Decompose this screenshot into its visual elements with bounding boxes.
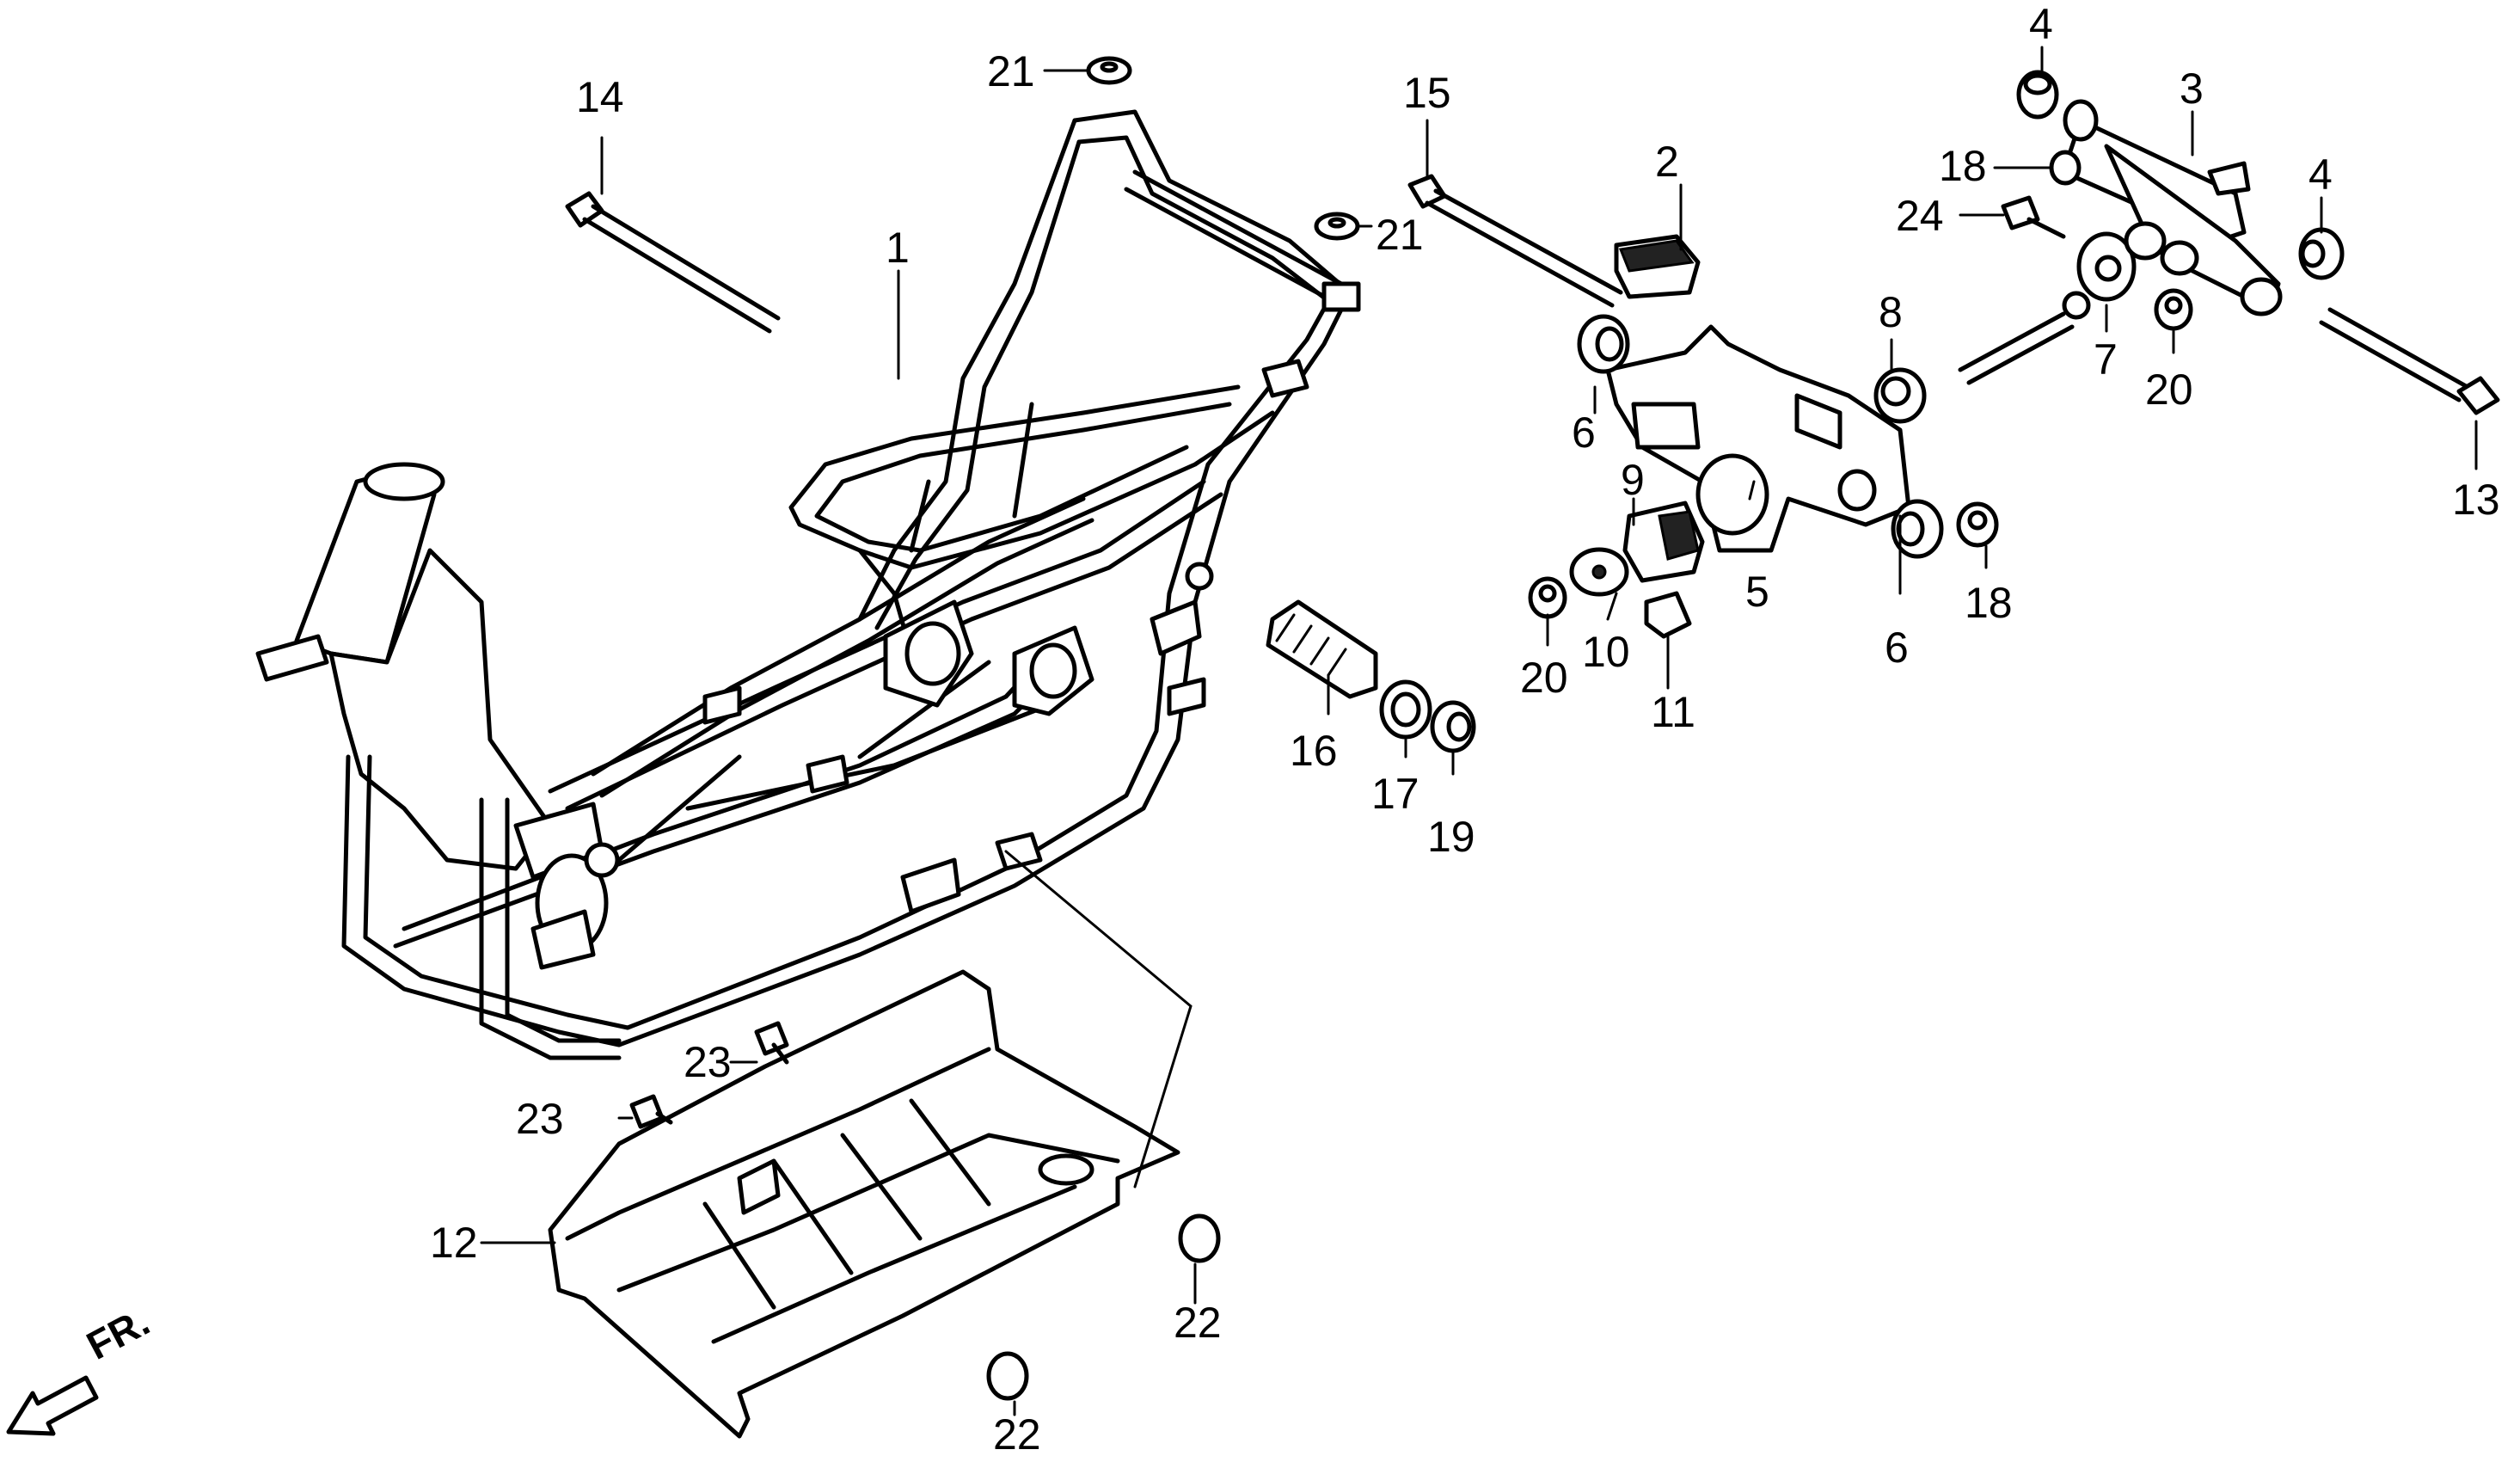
callout-6-upper: 6 [1572,408,1596,457]
floor-panel [548,969,1180,1439]
callout-21-top: 21 [987,47,1035,95]
boot-16 [1266,599,1378,699]
callout-23-upper: 23 [684,1038,732,1086]
leader-lines [480,46,2478,1416]
callout-20-left: 20 [1520,654,1568,702]
nut-22-bottom [986,1351,1029,1401]
callout-18-upper: 18 [1939,142,1987,190]
callout-3: 3 [2180,64,2204,113]
bushing-6-lower [1891,499,1944,559]
bolt-13 [2319,307,2500,415]
callout-13: 13 [2452,476,2500,524]
clip-11 [1644,591,1692,639]
bushing-4-top [2016,70,2059,120]
callout-labels: 1 2 3 4 4 5 6 6 7 8 9 10 11 12 13 14 15 … [430,0,2500,1459]
nut-20-left [1528,576,1567,619]
nut-18-lower [1956,501,1999,548]
bolt-15 [1407,174,1623,308]
main-frame [255,109,1361,1060]
callout-22-bottom: 22 [993,1410,1041,1459]
callout-5: 5 [1745,568,1769,616]
callout-7: 7 [2094,335,2118,384]
callout-4-top: 4 [2029,0,2053,48]
callout-23-lower: 23 [516,1095,564,1143]
front-direction-indicator: FR. [6,1299,156,1436]
front-direction-label: FR. [79,1299,156,1368]
callout-19: 19 [1427,813,1475,861]
bolt-7 [1958,231,2137,385]
screw-23-upper [754,1021,789,1065]
nut-20-right [2154,288,2193,331]
bushing-4-right [2298,227,2345,280]
stopper-2 [1614,234,1701,299]
callout-14: 14 [576,73,624,121]
callout-1: 1 [886,224,910,272]
callout-24: 24 [1896,192,1944,240]
callout-2: 2 [1655,138,1679,186]
callout-11: 11 [1651,688,1695,736]
callout-10: 10 [1582,628,1630,676]
nut-18-upper [2049,150,2082,186]
nut-22-right [1178,1213,1221,1263]
clamp-17 [1379,679,1432,740]
callout-4-right: 4 [2308,150,2333,199]
swing-bracket-5 [1605,324,1911,553]
collar-21-top [1086,56,1132,85]
screw-23-lower [629,1094,673,1129]
bolt-24 [2001,195,2066,239]
callout-22-right: 22 [1174,1299,1222,1347]
callout-15: 15 [1403,69,1451,117]
collar-21-mid [1314,212,1360,241]
callout-20-right: 20 [2145,366,2193,414]
callout-8: 8 [1879,288,1903,336]
callout-9: 9 [1621,456,1645,504]
bushing-8 [1873,367,1927,424]
nut-19 [1430,700,1476,753]
washer-10 [1569,547,1629,597]
bushing-6-upper [1577,314,1630,374]
callout-16: 16 [1290,727,1338,775]
rubber-mount-9 [1622,501,1705,583]
bolt-14 [565,191,781,334]
callout-12: 12 [430,1219,478,1267]
link-arm-3 [2061,99,2283,316]
callout-18-lower: 18 [1965,579,2013,627]
callout-6-lower: 6 [1885,624,1909,672]
callout-17: 17 [1371,770,1419,818]
callout-21-mid: 21 [1376,211,1424,259]
